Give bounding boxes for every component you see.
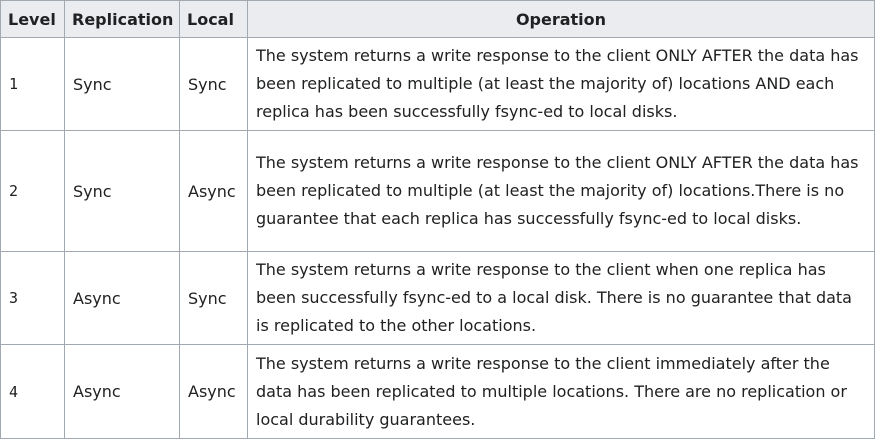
header-replication: Replication <box>64 0 180 38</box>
header-level: Level <box>0 0 65 38</box>
table-row: 1 Sync Sync The system returns a write r… <box>0 37 875 131</box>
header-operation: Operation <box>247 0 875 38</box>
table-row: 4 Async Async The system returns a write… <box>0 344 875 439</box>
cell-operation: The system returns a write response to t… <box>247 37 875 131</box>
header-row: Level Replication Local Operation <box>0 0 875 38</box>
table-row: 2 Sync Async The system returns a write … <box>0 130 875 252</box>
cell-level: 1 <box>0 37 65 131</box>
cell-replication: Async <box>64 344 180 439</box>
header-local: Local <box>179 0 248 38</box>
cell-local: Async <box>179 130 248 252</box>
cell-replication: Async <box>64 251 180 345</box>
cell-replication: Sync <box>64 37 180 131</box>
cell-level: 2 <box>0 130 65 252</box>
cell-operation: The system returns a write response to t… <box>247 251 875 345</box>
cell-local: Sync <box>179 37 248 131</box>
cell-operation: The system returns a write response to t… <box>247 130 875 252</box>
cell-operation: The system returns a write response to t… <box>247 344 875 439</box>
cell-local: Async <box>179 344 248 439</box>
cell-level: 4 <box>0 344 65 439</box>
cell-level: 3 <box>0 251 65 345</box>
cell-replication: Sync <box>64 130 180 252</box>
cell-local: Sync <box>179 251 248 345</box>
table-row: 3 Async Sync The system returns a write … <box>0 251 875 345</box>
